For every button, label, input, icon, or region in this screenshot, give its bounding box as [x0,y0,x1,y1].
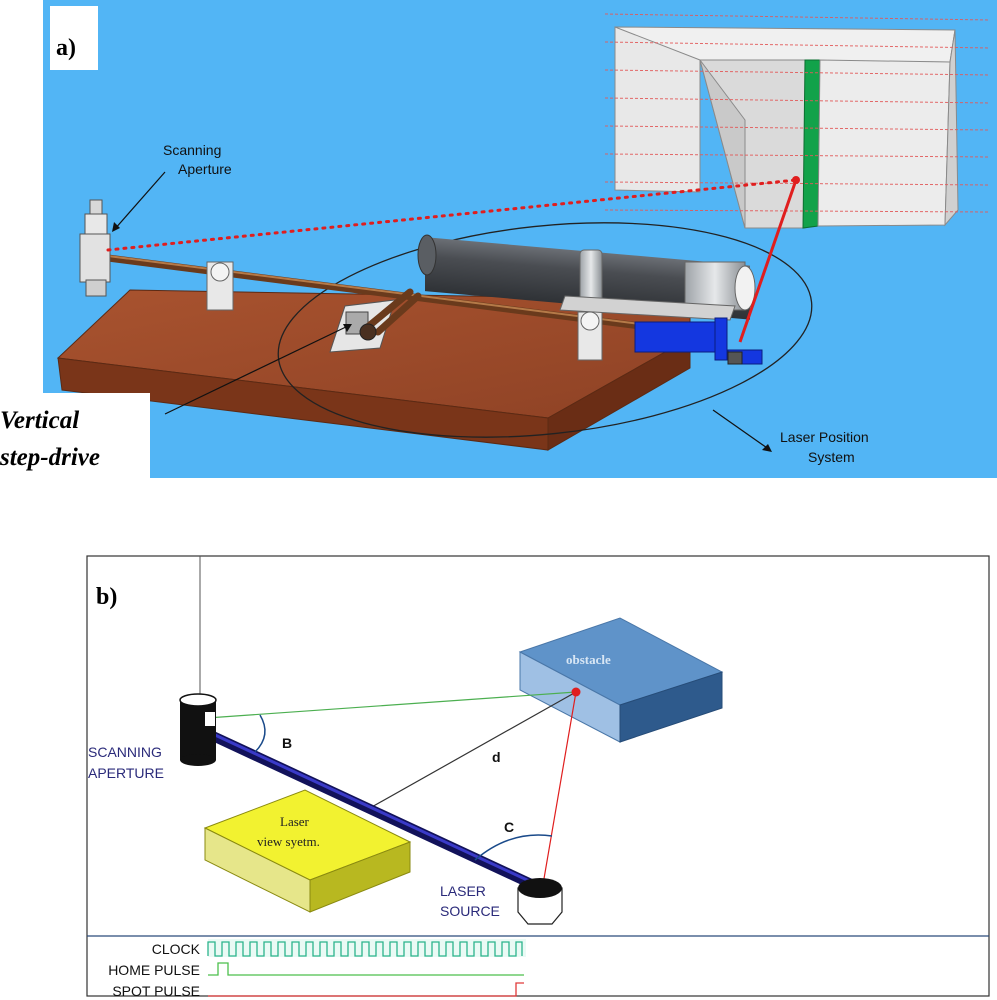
scanning-label-line2: Aperture [178,161,232,177]
panel-b: b) obstacle Laser view syetm. [86,555,990,999]
dotted-beam [106,178,798,252]
panel-a-label: a) [56,35,76,61]
laser-beam [738,179,798,343]
signal-clock-label: CLOCK [152,941,201,957]
angle-c-arc [474,834,553,861]
step-drive [329,288,422,353]
laser-view-box: Laser view syetm. [203,789,412,913]
laser-spot-b [571,687,581,697]
panel-b-frame [86,555,990,997]
obstacle-label: obstacle [566,652,611,667]
scanning-aperture-label-line2: APERTURE [88,765,164,781]
signal-spot-label: SPOT PULSE [112,983,200,999]
scanning-label-line1: Scanning [163,142,221,158]
panel-b-label: b) [96,584,117,610]
angle-c-label: C [504,819,514,835]
laser-spot [792,176,800,184]
angle-b-arc [254,714,266,753]
angle-b-label: B [282,735,292,751]
step-drive-label-box [0,393,150,478]
laser-source-label-line2: SOURCE [440,903,500,919]
main-rod [104,254,644,330]
laser-position-ellipse [277,222,813,438]
laser-source-cylinder [517,878,563,925]
wall-obstacle [604,13,991,229]
step-drive-label-line1: Vertical [0,407,79,434]
laser-source-label-line1: LASER [440,883,486,899]
signal-home-label: HOME PULSE [108,962,200,978]
connecting-rod [195,725,545,893]
laser-position-label-line2: System [808,449,855,465]
panel-a: a) Scanning Aperture Vertical step-drive… [0,0,997,478]
rod-support-right [577,311,603,361]
clock-waveform [207,941,523,957]
scanning-aperture-cylinder [179,693,217,766]
scanning-aperture-device [79,199,111,297]
step-drive-label-line2: step-drive [0,444,100,471]
distance-line [369,691,577,809]
laser-view-label-line1: Laser [280,814,310,829]
wood-base [56,289,691,451]
rod-support-left [206,261,234,311]
laser-cylinder [417,234,763,365]
laser-beam-b [539,691,577,903]
green-stripe [802,59,821,229]
scanning-aperture-label-line1: SCANNING [88,744,162,760]
home-pulse-waveform [208,962,524,976]
panel-a-label-box [50,6,98,70]
spot-pulse-waveform [208,982,524,997]
laser-view-label-line2: view syetm. [257,834,320,849]
annotation-arrows [112,171,772,452]
blue-motor [634,321,716,353]
view-beam [206,691,577,719]
distance-d-label: d [492,749,501,765]
obstacle-box: obstacle [518,617,724,743]
laser-position-label-line1: Laser Position [780,429,869,445]
